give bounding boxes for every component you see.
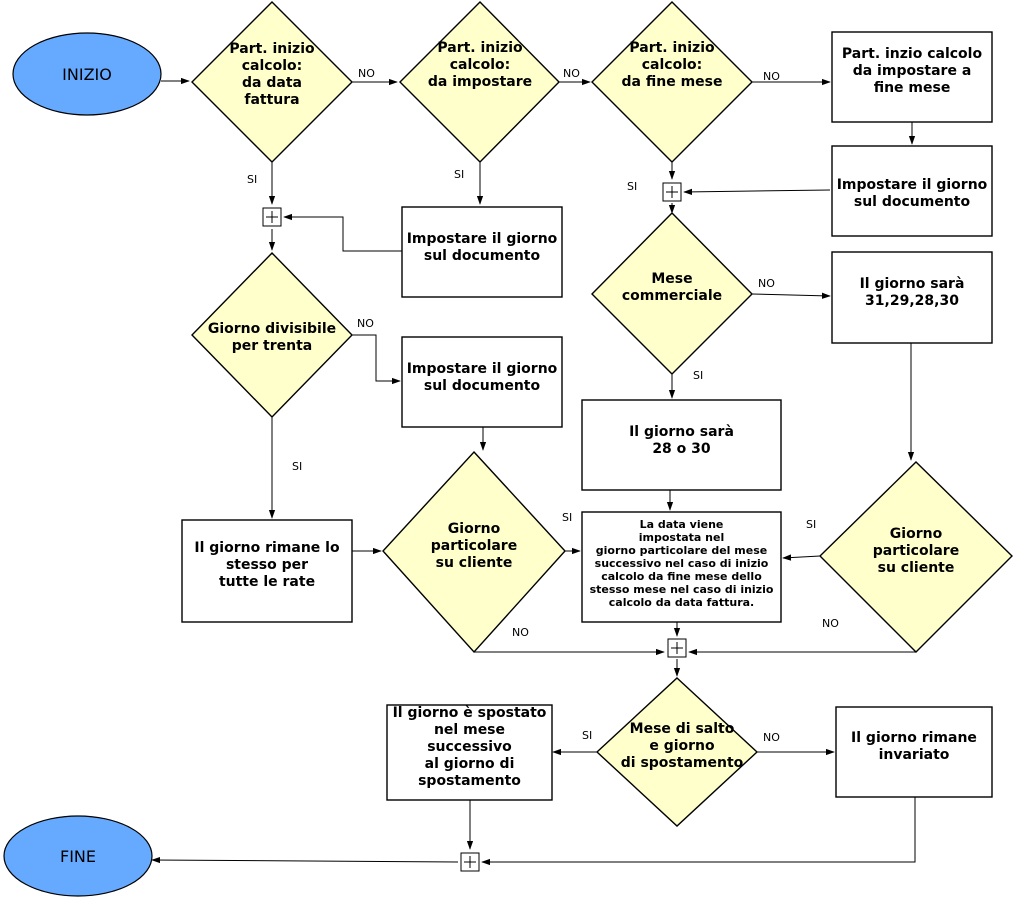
process-rimane-stesso [181,519,353,623]
process-inizio-fine-mese-label: Part. inzio calcolo da impostare a fine … [841,45,983,96]
edge-label-si: SI [627,180,638,193]
merge-junction [460,852,480,872]
decision-mese-commerciale [591,212,753,375]
edge-label-no: NO [758,277,775,290]
process-impostare-giorno-2 [401,206,563,298]
edge-merge4-fine [151,856,459,864]
decision-fine-mese-label: Part. inizio calcolo: da fine mese [621,39,723,90]
edge-label-si: SI [292,460,303,473]
start-label: INIZIO [62,64,112,84]
end-label: FINE [60,846,96,866]
edge-d4-p6 [352,334,401,385]
decision-data-fattura-label: Part. inizio calcolo: da data fattura [229,41,315,108]
process-invariato-label: Il giorno rimane invariato [851,730,977,763]
decision-data-fattura [191,1,353,163]
process-impostare-giorno-1 [831,145,993,237]
decision-fine-mese [591,1,753,163]
edge-label-si: SI [454,168,465,181]
decision-mese-salto [595,677,759,827]
merge-junction [662,182,682,202]
decision-da-impostare [399,1,560,163]
edge-p10-merge4 [481,797,916,866]
start-node [12,32,162,116]
process-invariato [835,706,993,798]
edge-p2-merge1 [283,213,402,252]
decision-mese-commerciale-label: Mese commerciale [621,271,723,304]
edge-label-si: SI [806,518,817,531]
edge-label-no: NO [357,317,374,330]
decision-particolare-1 [382,450,566,654]
edge-label-no: NO [563,67,580,80]
edge-label-no: NO [358,67,375,80]
decision-divisibile-trenta-label: Giorno divisibile per trenta [207,321,337,354]
process-spostato [386,704,553,801]
process-impostare-giorno-1-label: Impostare il giorno sul documento [836,177,988,210]
edge-label-si: SI [582,729,593,742]
decision-da-impostare-label: Part. inizio calcolo: da impostare [427,39,533,90]
merge-junction [262,207,282,227]
decision-divisibile-trenta [191,251,353,419]
process-data-impostata-label: La data viene impostata nel giorno parti… [589,517,774,609]
edge-d5-p4 [751,292,831,299]
process-spostato-label: Il giorno è spostato nel mese successivo… [392,704,547,789]
process-giorno-28-30 [581,399,782,491]
process-giorno-28-30-label: Il giorno sarà 28 o 30 [629,424,734,457]
edge-label-no: NO [822,617,839,630]
edge-label-si: SI [247,173,258,186]
decision-particolare-1-label: Giorno particolare su cliente [430,520,518,571]
decision-mese-salto-label: Mese di salto e giorno di spostamento [620,720,744,771]
process-inizio-fine-mese [831,31,993,123]
decision-particolare-2 [819,461,1013,653]
edge-p3-merge2 [683,188,831,196]
process-impostare-giorno-3-label: Impostare il giorno sul documento [406,361,558,394]
process-rimane-stesso-label: Il giorno rimane lo stesso per tutte le … [194,539,340,590]
process-impostare-giorno-2-label: Impostare il giorno sul documento [406,231,558,264]
process-data-impostata [581,511,782,623]
process-giorno-31-label: Il giorno sarà 31,29,28,30 [859,276,965,309]
edge-d7-p8 [782,554,821,561]
decision-particolare-2-label: Giorno particolare su cliente [872,525,960,576]
edge-label-no: NO [763,70,780,83]
process-giorno-31 [831,251,993,344]
edge-label-si: SI [693,369,704,382]
edge-label-si: SI [562,511,573,524]
edge-label-no: NO [512,626,529,639]
process-impostare-giorno-3 [401,336,563,428]
edge-label-no: NO [763,731,780,744]
merge-junction [667,638,687,658]
end-node [3,815,153,897]
